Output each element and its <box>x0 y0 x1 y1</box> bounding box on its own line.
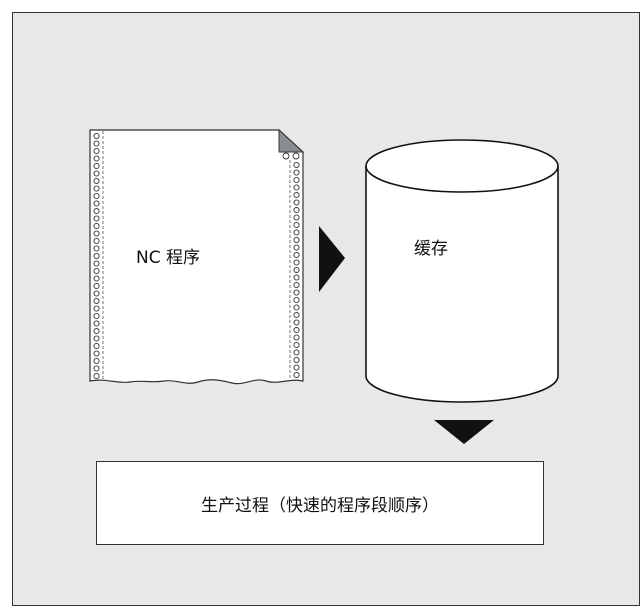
feed-hole <box>293 326 300 334</box>
paper-dog-ear <box>278 128 305 153</box>
cylinder-body <box>365 166 559 403</box>
feed-hole <box>293 244 300 251</box>
feed-hole <box>93 192 100 200</box>
feed-hole <box>93 162 100 170</box>
feed-hole <box>93 365 100 372</box>
arrow-down <box>434 420 494 444</box>
feed-hole <box>93 230 100 237</box>
feed-hole <box>93 297 100 305</box>
feed-hole <box>293 214 300 221</box>
feed-hole <box>293 281 300 289</box>
feed-hole <box>93 215 100 222</box>
production-process-label: 生产过程（快速的程序段顺序） <box>201 495 439 516</box>
feed-hole <box>293 236 300 244</box>
paper-right-feed-holes <box>282 152 300 379</box>
feed-hole <box>93 267 100 275</box>
feed-hole <box>293 319 300 326</box>
feed-hole <box>93 207 100 215</box>
feed-hole <box>93 320 100 327</box>
feed-hole <box>93 342 100 350</box>
feed-hole <box>93 140 100 147</box>
feed-hole <box>293 364 300 371</box>
feed-hole <box>292 152 300 160</box>
feed-hole <box>93 147 100 155</box>
feed-hole <box>293 266 300 274</box>
feed-hole <box>93 170 100 177</box>
feed-hole <box>93 290 100 297</box>
feed-hole <box>293 161 300 169</box>
feed-hole <box>293 229 300 236</box>
feed-hole <box>93 260 100 267</box>
feed-hole <box>93 350 100 357</box>
feed-hole <box>293 184 300 191</box>
feed-hole <box>282 152 290 160</box>
feed-hole <box>93 327 100 335</box>
feed-hole <box>293 274 300 281</box>
feed-hole <box>293 199 300 206</box>
buffer-label: 缓存 <box>414 239 448 259</box>
feed-hole <box>93 155 100 162</box>
feed-hole <box>293 311 300 319</box>
feed-hole <box>293 206 300 214</box>
feed-hole <box>93 132 100 140</box>
feed-hole <box>93 275 100 282</box>
feed-hole <box>93 245 100 252</box>
feed-hole <box>293 259 300 266</box>
paper-left-feed-holes <box>93 132 100 380</box>
feed-hole <box>93 312 100 320</box>
feed-hole <box>93 282 100 290</box>
feed-hole <box>293 296 300 304</box>
arrow-right <box>319 226 345 292</box>
feed-hole <box>293 221 300 229</box>
buffer-cylinder <box>365 139 559 403</box>
feed-hole <box>93 222 100 230</box>
feed-hole <box>93 357 100 365</box>
feed-hole <box>293 169 300 176</box>
feed-hole <box>93 252 100 260</box>
feed-hole <box>293 371 300 379</box>
feed-hole <box>93 237 100 245</box>
feed-hole <box>293 349 300 356</box>
feed-hole <box>293 341 300 349</box>
feed-hole <box>93 185 100 192</box>
feed-hole <box>293 356 300 364</box>
feed-hole <box>293 304 300 311</box>
feed-hole <box>293 334 300 341</box>
cylinder-top <box>365 139 559 193</box>
feed-hole <box>293 176 300 184</box>
feed-hole <box>293 251 300 259</box>
paper-outline <box>89 129 304 385</box>
feed-hole <box>293 289 300 296</box>
feed-hole <box>293 191 300 199</box>
feed-hole <box>93 335 100 342</box>
production-process-box: 生产过程（快速的程序段顺序） <box>96 461 544 545</box>
feed-hole <box>93 177 100 185</box>
feed-hole <box>93 372 100 380</box>
nc-program-label: NC 程序 <box>136 248 200 268</box>
nc-program-paper <box>89 128 305 385</box>
feed-hole <box>93 305 100 312</box>
feed-hole <box>93 200 100 207</box>
